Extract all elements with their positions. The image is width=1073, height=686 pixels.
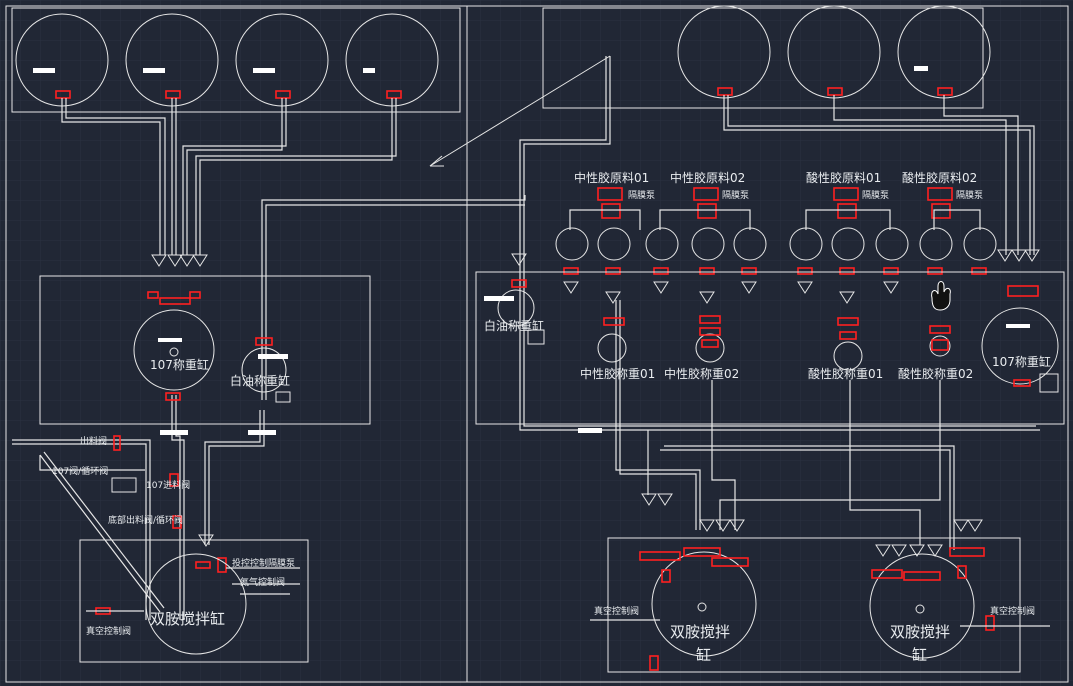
left-weigh-box xyxy=(39,275,371,425)
left-pipe-tag-2 xyxy=(248,430,276,435)
right-weigh-tanks[interactable]: 中性胶称重01 中性胶称重02 酸性胶称重01 酸性胶称重02 xyxy=(580,315,973,381)
right-funnels xyxy=(511,249,1040,557)
vacuum-left-label: 真空控制阀 xyxy=(594,605,639,617)
right-mixer-left[interactable]: 双胺搅拌 缸 真空控制阀 xyxy=(590,547,757,671)
acid-weigh-01-label: 酸性胶称重01 xyxy=(808,366,883,381)
neutral-weigh-02-label: 中性胶称重02 xyxy=(664,366,739,381)
hand-cursor-icon xyxy=(931,281,951,311)
diaphragm-pump-label-1: 隔膜泵 xyxy=(628,190,655,201)
gas-control-valve-label: 氮气控制阀 xyxy=(240,576,285,588)
left-valves[interactable] xyxy=(95,435,227,615)
right-diaphragm-pumps[interactable]: 隔膜泵 隔膜泵 隔膜泵 隔膜泵 xyxy=(597,187,983,219)
drawing-border xyxy=(5,5,1069,683)
neutral-weigh-01-label: 中性胶称重01 xyxy=(580,366,655,381)
right-small-tanks[interactable] xyxy=(555,227,997,275)
diaphragm-pump-label-4: 隔膜泵 xyxy=(956,190,983,201)
acid-raw-02-label: 酸性胶原料02 xyxy=(902,170,977,185)
right-mixer-right[interactable]: 双胺搅拌 缸 真空控制阀 xyxy=(869,547,1050,664)
left-storage-tanks[interactable] xyxy=(15,13,439,107)
right-107-weigh-tank[interactable]: 107称重缸 xyxy=(981,285,1059,393)
left-white-oil-weigh-tank[interactable]: 白油称重缸 xyxy=(230,337,291,403)
bottom-outlet-valve-label: 底部出料阀/循环阀 xyxy=(108,514,183,526)
left-107-weigh-tank[interactable]: 107称重缸 xyxy=(133,291,215,401)
pump-control-valve-label: 投控控制隔膜泵 xyxy=(232,557,295,569)
neutral-raw-02-label: 中性胶原料02 xyxy=(670,170,745,185)
right-pipes xyxy=(519,56,1040,550)
left-storage-box xyxy=(11,7,461,113)
valve-107-cycle-label: 107阀/循环阀 xyxy=(52,465,108,477)
acid-weigh-02-label: 酸性胶称重02 xyxy=(898,366,973,381)
right-raw-branch-pipes xyxy=(569,209,981,230)
leader-arrow-head xyxy=(429,155,444,167)
valve-107-feed-label: 107进料阀 xyxy=(146,479,190,491)
right-pipe-tag xyxy=(578,428,602,433)
right-raw-material-labels: 中性胶原料01 中性胶原料02 酸性胶原料01 酸性胶原料02 xyxy=(574,170,977,185)
left-white-oil-label: 白油称重缸 xyxy=(230,373,290,388)
right-mixer-left-tail: 缸 xyxy=(696,646,711,664)
right-storage-box xyxy=(542,7,984,109)
right-mixer-left-label: 双胺搅拌 xyxy=(670,623,730,641)
diaphragm-pump-label-3: 隔膜泵 xyxy=(862,190,889,201)
right-white-oil-tank[interactable]: 白油称重缸 xyxy=(484,279,545,345)
outlet-valve-label: 出料阀 xyxy=(80,435,107,447)
left-107-weigh-label: 107称重缸 xyxy=(150,357,209,372)
vacuum-right-label: 真空控制阀 xyxy=(990,605,1035,617)
leader-arrow xyxy=(429,55,611,167)
diaphragm-pump-label-2: 隔膜泵 xyxy=(722,190,749,201)
right-mixer-right-tail: 缸 xyxy=(912,646,927,664)
left-pipe-tag-1 xyxy=(160,430,188,435)
right-weigh-box xyxy=(475,271,1065,425)
left-pipes xyxy=(12,98,526,620)
right-107-weigh-label: 107称重缸 xyxy=(992,354,1051,369)
left-mixer-tank[interactable]: 双胺搅拌缸 xyxy=(145,553,300,655)
right-mixer-box xyxy=(607,537,1021,673)
left-mixer-label: 双胺搅拌缸 xyxy=(150,610,225,628)
vacuum-control-valve-label: 真空控制阀 xyxy=(86,625,131,637)
left-mixer-box xyxy=(79,539,309,663)
right-mixer-right-label: 双胺搅拌 xyxy=(890,623,950,641)
right-white-oil-label: 白油称重缸 xyxy=(484,318,544,333)
acid-raw-01-label: 酸性胶原料01 xyxy=(806,170,881,185)
neutral-raw-01-label: 中性胶原料01 xyxy=(574,170,649,185)
